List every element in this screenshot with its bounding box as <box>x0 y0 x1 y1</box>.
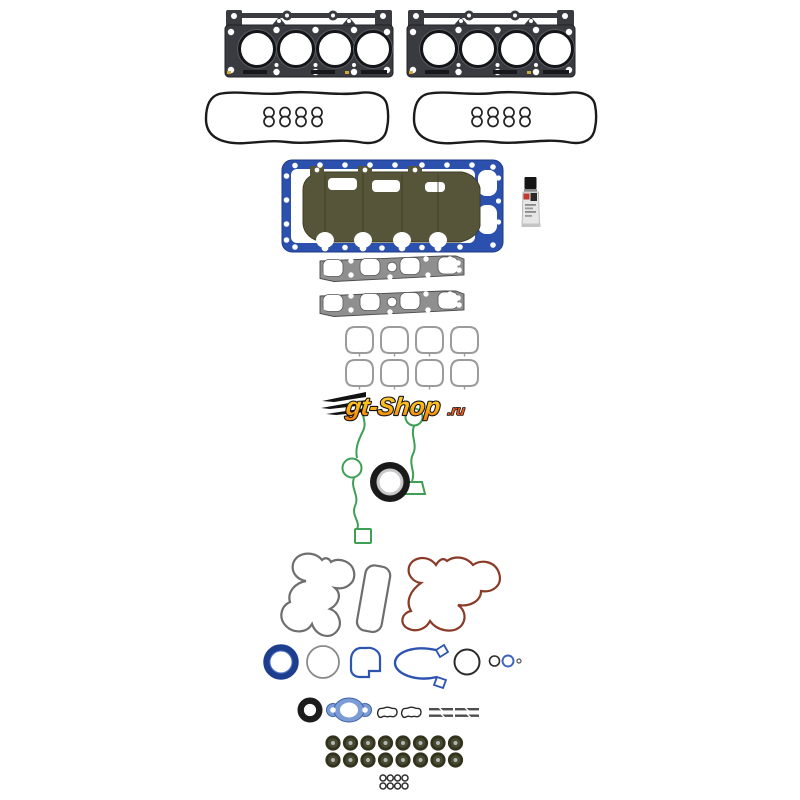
horseshoe-seal-blue <box>393 643 450 690</box>
exhaust-manifold-gasket-top <box>319 255 465 282</box>
thermostat-gasket <box>326 697 372 723</box>
cylinder-head-gasket-left <box>223 8 395 79</box>
watermark-tld-text: .ru <box>447 403 467 418</box>
front-cover-gasket <box>401 556 501 632</box>
water-pump-gasket <box>280 552 392 637</box>
cam-seal-retainer-blue <box>349 646 382 679</box>
sealant-tube <box>521 177 541 227</box>
small-cover-gaskets <box>376 706 422 719</box>
cylinder-head-gasket-right <box>405 8 577 79</box>
valve-cover-gasket-left <box>206 92 388 143</box>
crankshaft-seal <box>370 462 410 502</box>
micro-washers <box>379 774 409 790</box>
water-pump-gasket-strip <box>355 564 392 634</box>
valve-stem-seals <box>325 735 464 768</box>
retainer-strips <box>428 706 480 719</box>
intake-port-seals <box>345 326 479 391</box>
oil-pan-gasket <box>281 159 504 253</box>
o-ring-blue-large <box>263 644 299 680</box>
exhaust-manifold-gasket-bottom <box>319 290 465 317</box>
brand-watermark: gt-Shop .ru <box>321 392 467 422</box>
o-ring-gray <box>306 645 340 679</box>
o-ring-black-medium <box>453 648 481 676</box>
speed-lines-icon <box>321 392 366 415</box>
o-rings-small <box>488 654 522 668</box>
seal-black-round <box>297 697 323 723</box>
watermark-brand-text: gt-Shop <box>344 393 442 421</box>
valve-cover-gasket-right <box>414 92 596 143</box>
